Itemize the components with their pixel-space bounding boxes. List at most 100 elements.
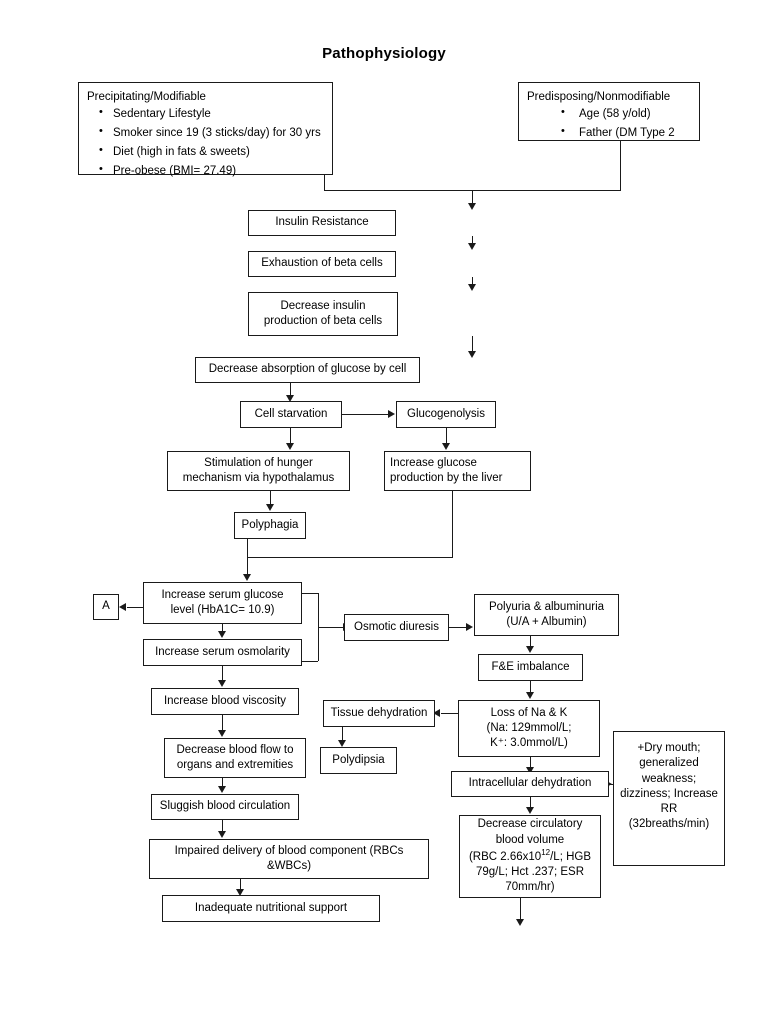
- node-line: dizziness; Increase: [620, 787, 718, 800]
- node-line: Decrease blood flow to: [176, 743, 294, 756]
- connector-serum-osmolarity-right-up: [318, 627, 319, 661]
- node-line: &WBCs): [266, 860, 312, 872]
- node-line: generalized: [639, 757, 699, 770]
- node-line: blood volume: [495, 833, 565, 846]
- arrow-to-decrease-insulin: [468, 284, 476, 291]
- connector-junction-to-insulin: [472, 190, 473, 204]
- node-increase-serum-glucose: Increase serum glucose level (HbA1C= 10.…: [143, 582, 302, 624]
- node-line: (Na: 129mmol/L;: [486, 721, 572, 734]
- arrow-to-cell-starvation: [286, 395, 294, 402]
- arrow-to-increase-serum-glucose: [243, 574, 251, 581]
- node-exhaustion-beta-cells: Exhaustion of beta cells: [248, 251, 396, 277]
- node-line: Increase serum glucose: [161, 588, 284, 601]
- node-line: production of beta cells: [263, 315, 383, 327]
- connector-to-osmotic-diuresis: [318, 627, 343, 628]
- arrow-to-fe-imbalance: [526, 646, 534, 653]
- node-line: RR: [660, 803, 678, 816]
- risk-box-nonmodifiable: Predisposing/Nonmodifiable Age (58 y/old…: [518, 82, 700, 141]
- connector-loss-to-intracellular: [530, 757, 531, 768]
- node-polyphagia: Polyphagia: [234, 512, 306, 539]
- connector-sluggish-to-impaired: [222, 820, 223, 832]
- node-line: (32breaths/min): [628, 818, 710, 831]
- connector-hunger-to-polyphagia: [270, 491, 271, 505]
- node-line: +Dry mouth;: [637, 742, 701, 754]
- connector-loss-to-tissue-dehydration: [441, 713, 458, 714]
- connector-osmolarity-to-viscosity: [222, 666, 223, 681]
- risk-list-nonmodifiable: Age (58 y/old) Father (DM Type 2: [527, 106, 675, 140]
- node-line: Polyuria & albuminuria: [488, 600, 605, 613]
- connector-exhaustion-to-decrease-insulin: [472, 277, 473, 285]
- arrow-to-polyuria: [466, 623, 473, 631]
- node-polydipsia: Polydipsia: [320, 747, 397, 774]
- arrow-to-glucogenolysis: [388, 410, 395, 418]
- connector-blood-flow-to-sluggish: [222, 778, 223, 787]
- rbc-exponent: 12: [541, 847, 551, 857]
- node-line: 70mm/hr): [505, 881, 555, 894]
- connector-blood-volume-down: [520, 898, 521, 920]
- risk-box-modifiable: Precipitating/Modifiable Sedentary Lifes…: [78, 82, 333, 178]
- node-fe-imbalance: F&E imbalance: [478, 654, 583, 681]
- list-item: Smoker since 19 (3 sticks/day) for 30 yr…: [99, 125, 321, 140]
- risk-box-nonmodifiable-heading: Predisposing/Nonmodifiable: [527, 91, 671, 103]
- connector-starvation-to-hunger: [290, 428, 291, 444]
- node-inadequate-nutrition: Inadequate nutritional support: [162, 895, 380, 922]
- connector-tissue-to-polydipsia: [342, 727, 343, 741]
- arrow-to-increase-serum-osmolarity: [218, 631, 226, 638]
- node-line: K⁺: 3.0mmol/L): [490, 737, 568, 750]
- node-connector-a: A: [93, 594, 119, 620]
- rbc-suffix: /L; HGB: [550, 850, 592, 863]
- list-item: Age (58 y/old): [561, 106, 675, 121]
- connector-glucogenolysis-to-glucose-production: [446, 428, 447, 444]
- node-insulin-resistance: Insulin Resistance: [248, 210, 396, 236]
- connector-nonmodifiable-down: [620, 141, 621, 190]
- node-line: Stimulation of hunger: [204, 456, 313, 469]
- node-decrease-blood-volume: Decrease circulatory blood volume (RBC 2…: [459, 815, 601, 898]
- node-symptoms: +Dry mouth; generalized weakness; dizzin…: [613, 731, 725, 866]
- arrow-to-inadequate-nutrition: [236, 889, 244, 896]
- node-line: Impaired delivery of blood component (RB…: [174, 844, 404, 857]
- connector-viscosity-to-blood-flow: [222, 715, 223, 731]
- node-line: organs and extremities: [176, 759, 294, 771]
- connector-polyuria-to-fe: [530, 636, 531, 647]
- connector-decrease-insulin-to-absorption: [472, 336, 473, 352]
- node-line: Decrease insulin: [280, 299, 366, 312]
- arrow-to-increase-blood-viscosity: [218, 680, 226, 687]
- rbc-prefix: (RBC 2.66x10: [468, 850, 542, 863]
- node-stimulation-hunger: Stimulation of hunger mechanism via hypo…: [167, 451, 350, 491]
- arrow-to-polyphagia: [266, 504, 274, 511]
- connector-intracellular-to-blood-volume: [530, 797, 531, 808]
- node-intracellular-dehydration: Intracellular dehydration: [451, 771, 609, 797]
- node-line: weakness;: [641, 772, 697, 785]
- node-line: mechanism via hypothalamus: [182, 472, 335, 484]
- node-sluggish-circulation: Sluggish blood circulation: [151, 794, 299, 820]
- node-decrease-absorption-glucose: Decrease absorption of glucose by cell: [195, 357, 420, 383]
- node-line: level (HbA1C= 10.9): [170, 604, 275, 616]
- connector-impaired-to-inadequate: [240, 879, 241, 890]
- node-polyuria-albuminuria: Polyuria & albuminuria (U/A + Albumin): [474, 594, 619, 636]
- node-decrease-blood-flow: Decrease blood flow to organs and extrem…: [164, 738, 306, 778]
- node-loss-na-k: Loss of Na & K (Na: 129mmol/L; K⁺: 3.0mm…: [458, 700, 600, 757]
- node-line: Decrease circulatory: [477, 818, 583, 831]
- connector-merge-down: [247, 557, 248, 575]
- risk-list-modifiable: Sedentary Lifestyle Smoker since 19 (3 s…: [87, 106, 321, 178]
- node-tissue-dehydration: Tissue dehydration: [323, 700, 435, 727]
- connector-serum-osmolarity-right: [302, 661, 318, 662]
- connector-absorption-to-starvation: [290, 383, 291, 396]
- node-increase-blood-viscosity: Increase blood viscosity: [151, 688, 299, 715]
- node-glucogenolysis: Glucogenolysis: [396, 401, 496, 428]
- node-impaired-delivery: Impaired delivery of blood component (RB…: [149, 839, 429, 879]
- arrow-to-exhaustion: [468, 243, 476, 250]
- list-item: Pre-obese (BMI= 27.49): [99, 163, 321, 178]
- connector-serum-glucose-to-a: [127, 607, 143, 608]
- list-item: Diet (high in fats & sweets): [99, 144, 321, 159]
- node-line: Loss of Na & K: [490, 706, 568, 719]
- connector-osmotic-to-polyuria: [449, 627, 467, 628]
- node-decrease-insulin-production: Decrease insulin production of beta cell…: [248, 292, 398, 336]
- node-line: Increase glucose: [390, 456, 477, 469]
- list-item: Sedentary Lifestyle: [99, 106, 321, 121]
- arrow-to-polydipsia: [338, 740, 346, 747]
- arrow-to-increase-glucose-production: [442, 443, 450, 450]
- arrow-to-insulin-resistance: [468, 203, 476, 210]
- node-line: (U/A + Albumin): [506, 616, 587, 628]
- connector-polyphagia-down: [247, 539, 248, 557]
